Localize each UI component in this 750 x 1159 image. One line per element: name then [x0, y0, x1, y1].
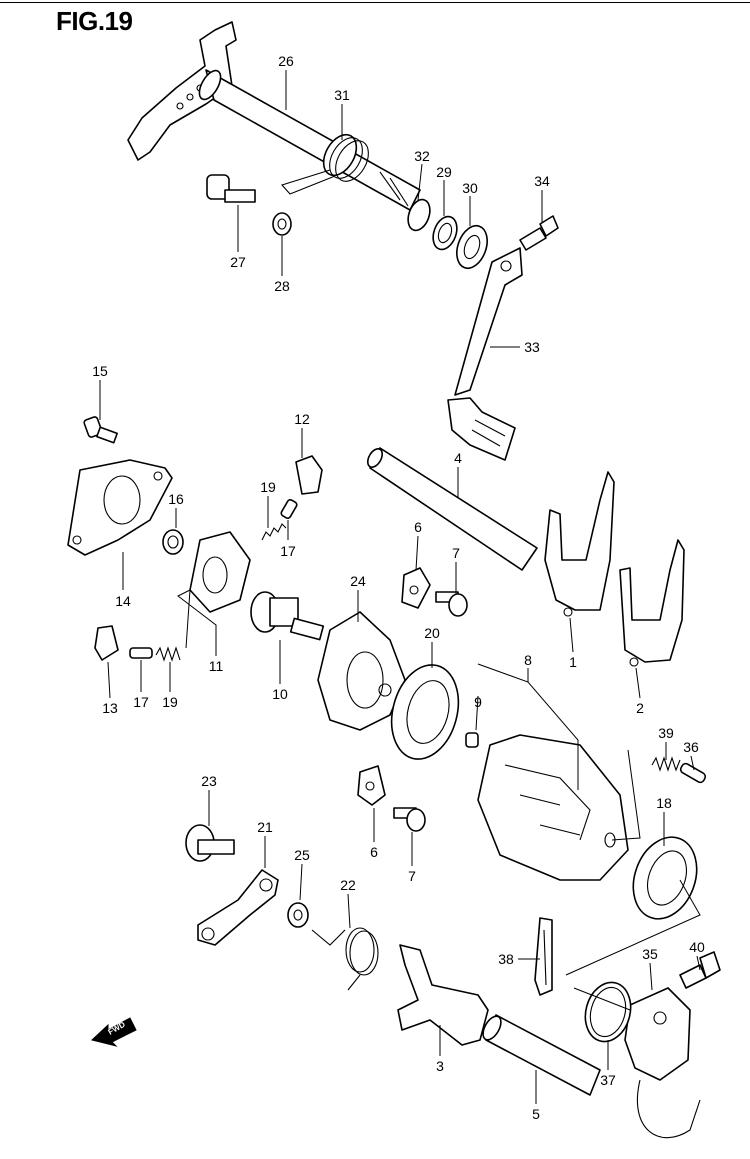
callout-21: 21 — [257, 819, 273, 835]
callout-30: 30 — [462, 180, 478, 196]
callout-24: 24 — [350, 573, 366, 589]
part-29-washer — [432, 215, 458, 251]
part-4-fork-shaft — [366, 447, 538, 571]
callout-31: 31 — [334, 87, 350, 103]
part-23-bolt — [185, 824, 235, 862]
callout-36: 36 — [683, 739, 699, 755]
part-33-gear-shift-lever — [447, 247, 523, 461]
part-2-shift-fork — [619, 539, 685, 667]
callout-22: 22 — [340, 877, 356, 893]
callout-26: 26 — [278, 53, 294, 69]
callout-38: 38 — [498, 951, 514, 967]
callout-3: 3 — [436, 1058, 444, 1074]
callout-14: 14 — [115, 593, 131, 609]
callout-25: 25 — [294, 847, 310, 863]
callout-2: 2 — [636, 700, 644, 716]
part-17-pin-lower — [129, 647, 153, 659]
callout-40: 40 — [689, 939, 705, 955]
part-36-pin — [679, 762, 707, 784]
callout-13: 13 — [102, 700, 118, 716]
top-border-line — [0, 2, 750, 3]
callout-19-lower: 19 — [162, 694, 178, 710]
callout-15: 15 — [92, 363, 108, 379]
part-15-screw — [83, 416, 118, 444]
callout-32: 32 — [414, 148, 430, 164]
part-39-spring — [651, 756, 681, 772]
part-31-return-spring — [281, 133, 369, 195]
callout-4: 4 — [454, 450, 462, 466]
part-17-pin-upper — [280, 499, 298, 519]
part-8-gear-shift-cam-drum — [477, 734, 629, 881]
part-38-guide — [534, 917, 553, 996]
part-9-pin — [465, 732, 479, 748]
part-27-bolt — [206, 174, 256, 203]
part-7-screw-upper — [435, 591, 468, 617]
part-18-bearing — [632, 836, 698, 920]
callout-35: 35 — [642, 946, 658, 962]
callout-20: 20 — [424, 625, 440, 641]
part-22-spring — [311, 927, 379, 991]
callout-23: 23 — [201, 773, 217, 789]
callout-37: 37 — [600, 1072, 616, 1088]
callout-6-upper: 6 — [414, 519, 422, 535]
callout-29: 29 — [436, 164, 452, 180]
callout-8: 8 — [524, 652, 532, 668]
part-7-screw-lower — [393, 807, 426, 832]
callout-7-lower: 7 — [408, 868, 416, 884]
callout-16: 16 — [168, 491, 184, 507]
callout-27: 27 — [230, 254, 246, 270]
figure-title: FIG.19 — [56, 6, 133, 36]
callout-11: 11 — [209, 658, 224, 674]
part-6-stopper-upper — [401, 567, 431, 609]
callout-7-upper: 7 — [452, 545, 460, 561]
callout-6-lower: 6 — [370, 844, 378, 860]
callout-1: 1 — [569, 654, 577, 670]
fwd-direction-arrow: FWD — [90, 1017, 137, 1047]
part-13-pawl — [94, 625, 119, 661]
part-10-bolt — [250, 591, 325, 641]
part-16-bushing — [162, 529, 184, 555]
part-20-bearing — [390, 664, 460, 760]
part-14-stopper-plate — [67, 459, 173, 556]
part-3-shift-fork — [397, 944, 489, 1046]
part-26-gear-shift-shaft — [127, 21, 421, 211]
part-32-circlip — [407, 198, 431, 232]
part-19-spring-upper — [261, 523, 287, 541]
part-28-washer — [272, 212, 292, 236]
callout-9: 9 — [474, 694, 482, 710]
part-11-gear-shift-cam — [189, 531, 251, 613]
callout-18: 18 — [656, 795, 672, 811]
part-1-shift-fork — [544, 471, 615, 617]
callout-5: 5 — [532, 1106, 540, 1122]
leader-lines — [99, 70, 701, 1104]
callout-12: 12 — [294, 411, 310, 427]
part-35-gear-position-switch — [624, 987, 701, 1139]
callout-28: 28 — [274, 278, 290, 294]
callout-19-upper: 19 — [260, 479, 276, 495]
part-21-cam-stopper-arm — [197, 869, 279, 946]
callout-17-lower: 17 — [133, 694, 149, 710]
part-24-star-cam — [317, 611, 406, 731]
callout-10: 10 — [272, 686, 288, 702]
callout-39: 39 — [658, 725, 674, 741]
callout-labels: 26 31 32 29 30 34 27 28 33 15 12 4 16 19… — [92, 53, 705, 1122]
part-5-fork-shaft — [482, 1014, 601, 1096]
callout-34: 34 — [534, 173, 550, 189]
part-12-pawl — [295, 455, 323, 495]
part-6-stopper-lower — [357, 765, 386, 806]
callout-33: 33 — [524, 339, 540, 355]
part-40-bolt — [679, 951, 721, 989]
part-30-oil-seal — [456, 224, 488, 270]
part-19-spring-lower — [155, 646, 181, 662]
part-34-bolt — [519, 215, 559, 251]
callout-17-upper: 17 — [280, 543, 296, 559]
part-25-washer — [287, 902, 309, 928]
